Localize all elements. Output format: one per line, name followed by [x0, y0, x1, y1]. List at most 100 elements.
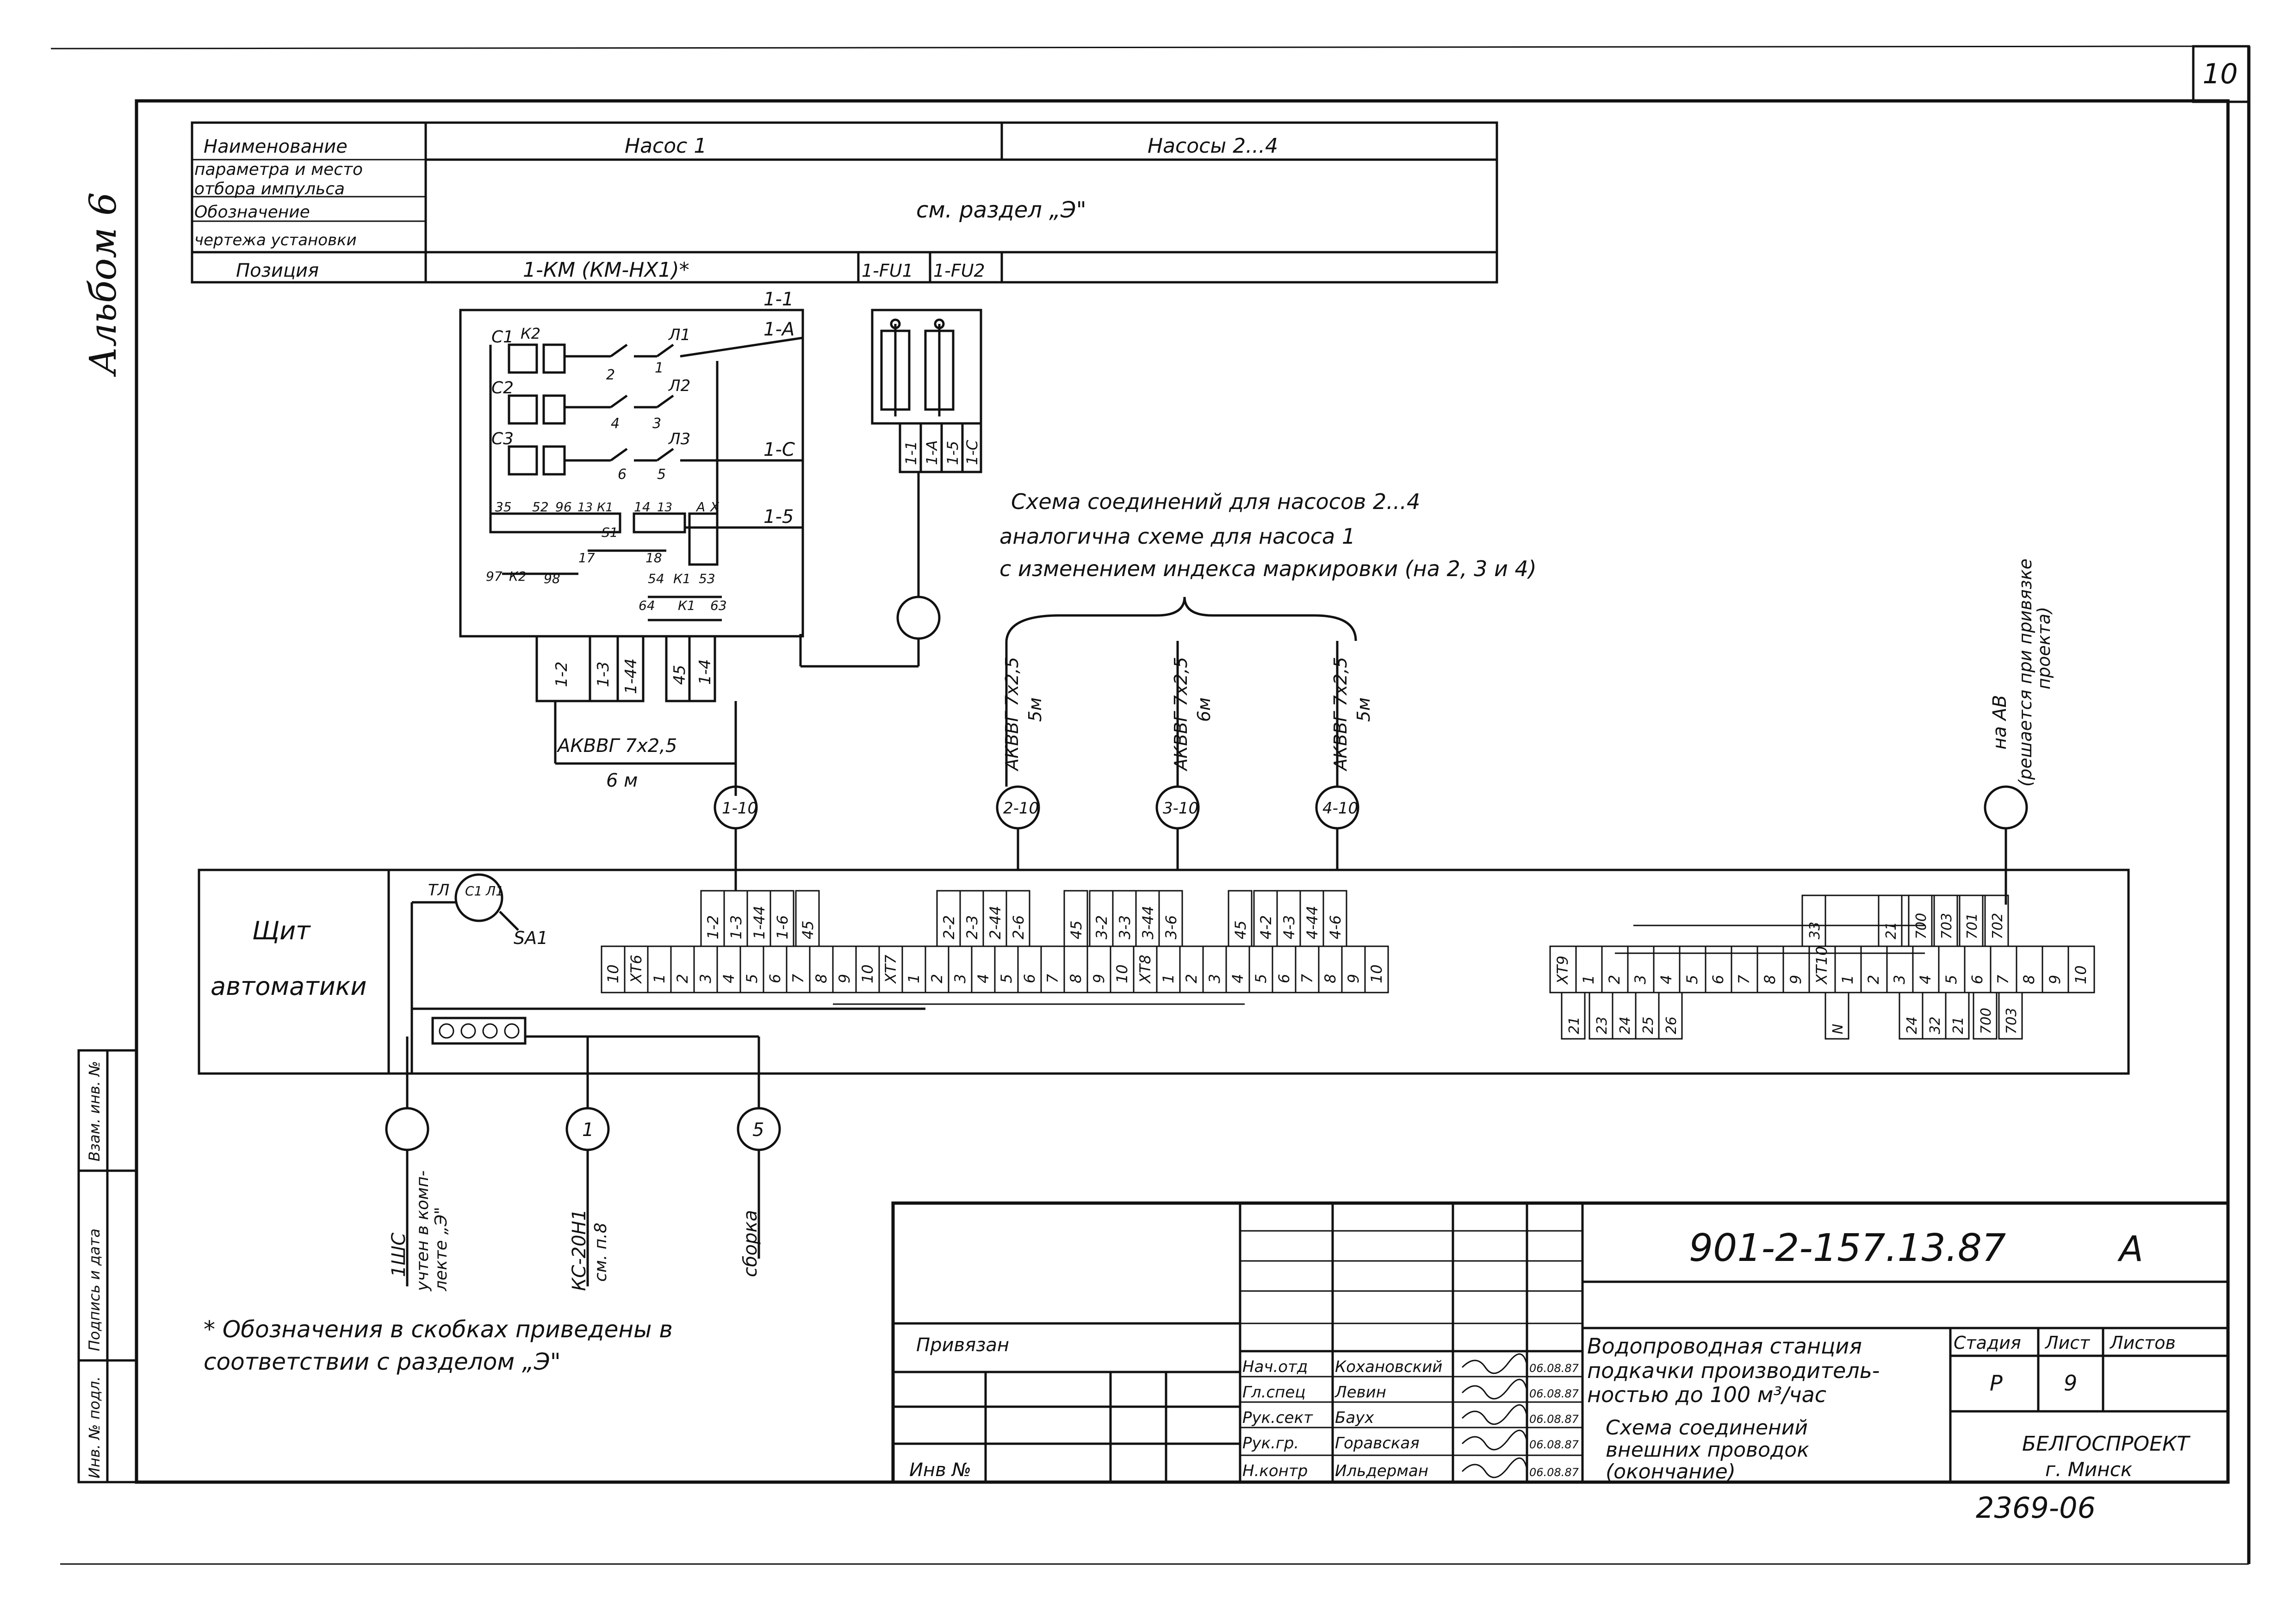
tb-org: БЕЛГОСПРОЕКТ	[2022, 1432, 2191, 1456]
terminal-label: 4	[720, 974, 738, 983]
top-wire-label: 703	[1939, 913, 1955, 939]
terminal-label: 1	[905, 974, 923, 983]
starter-n6: 6	[618, 466, 627, 483]
cable-1-label: АКВВГ 7x2,5	[556, 735, 677, 757]
terminal-cell	[809, 945, 834, 993]
starter-tk2: К2	[509, 569, 527, 584]
starter-l1: Л1	[668, 326, 690, 344]
hdr-row4: Обозначение	[194, 203, 310, 222]
terminal-label: 5	[1683, 975, 1701, 984]
cable-3-label: АКВВГ 7x2,5	[1171, 657, 1191, 772]
note-line1: Схема соединений для насосов 2...4	[1011, 489, 1420, 514]
terminal-label: 4	[1657, 975, 1675, 984]
starter-bottom-wires: 1-2 1-3 1-44 45 1-4	[535, 635, 737, 796]
terminal-cell	[1964, 945, 1992, 993]
terminal-cell	[1295, 945, 1320, 993]
terminal-label: 3	[697, 974, 714, 983]
terminal-label: 7	[1994, 975, 2012, 984]
staff-name: Кохановский	[1335, 1358, 1442, 1376]
terminal-label: 6	[1275, 974, 1293, 983]
cable-2-len: 5м	[1025, 697, 1045, 722]
bottom-wire-cell	[1973, 992, 1998, 1040]
top-wire-cell	[1063, 890, 1088, 947]
bottom-wire-label: 32	[1927, 1017, 1943, 1034]
terminal-label: 3	[1891, 975, 1908, 984]
starter-t17: 17	[578, 550, 595, 565]
ext-ks2: см. п.8	[591, 1223, 610, 1282]
hdr-pos-fu2: 1-FU2	[933, 261, 985, 281]
terminal-label: 5	[998, 974, 1015, 983]
ext-circle-ishc	[385, 1107, 429, 1151]
relay-strip	[489, 512, 722, 621]
ext-ishc: 1ШС	[388, 1233, 410, 1277]
bottom-wire-cell	[1998, 992, 2023, 1040]
fuse-cable-node	[896, 596, 941, 640]
sb-45: 45	[670, 665, 689, 685]
sa1-switch: ТЛ С1 Л1 SA1	[410, 873, 548, 1074]
starter-t96: 96	[555, 499, 572, 515]
tb-privyazan: Привязан	[916, 1335, 1009, 1356]
av-note1: (решается при привязке	[2015, 559, 2035, 787]
av-label: на АВ	[1989, 695, 2011, 750]
bottom-wire-label: 703	[2004, 1008, 2020, 1034]
pumps-note: Схема соединений для насосов 2...4 анало…	[999, 489, 1537, 641]
starter-n2: 2	[606, 367, 615, 383]
terminal-cell	[1063, 945, 1088, 993]
cable-circle-1-10-label: 1-10	[722, 799, 757, 818]
starter-t64: 64	[639, 598, 655, 613]
top-wire-label: 1-6	[774, 915, 791, 939]
starter-wire-1-5: 1-5	[763, 506, 794, 528]
stamp-vzam: Взам. инв. №	[86, 1061, 103, 1161]
terminal-label: 1	[651, 974, 668, 983]
terminal-label: 3	[951, 974, 969, 983]
terminal-label: 6	[1968, 975, 1986, 984]
tb-project-3: ностью до 100 м³/час	[1587, 1382, 1826, 1407]
hdr-pos-fu1: 1-FU1	[862, 261, 913, 281]
bottom-wire-label: 700	[1978, 1008, 1994, 1034]
fuse-w4: 1-С	[963, 440, 981, 465]
bottom-wire-label: 21	[1566, 1017, 1582, 1034]
tb-city: г. Минск	[2045, 1458, 2133, 1481]
terminal-label: 10	[1368, 964, 1385, 983]
ext-ishc3: лекте „Э"	[432, 1207, 451, 1291]
footnote: * Обозначения в скобках приведены в соот…	[204, 1316, 673, 1375]
cable-1-len: 6 м	[606, 770, 638, 791]
fuse-w3: 1-5	[944, 441, 962, 465]
cable-3: АКВВГ 7x2,5 6м 3-10	[1155, 641, 1214, 870]
terminal-cell	[2016, 945, 2043, 993]
staff-date: 06.08.87	[1529, 1362, 1579, 1375]
staff-role: Рук.гр.	[1242, 1434, 1299, 1453]
terminal-label: 1	[1160, 974, 1177, 983]
cable-2-label: АКВВГ 7x2,5	[1002, 657, 1022, 772]
ext-ishc2: учтен в комп-	[413, 1170, 432, 1291]
tb-stage: Р	[1990, 1371, 2003, 1396]
sa1-l1: Л1	[485, 883, 504, 899]
terminal-label: 7	[1298, 974, 1316, 983]
terminal-cell	[1938, 945, 1966, 993]
terminal-label: 3	[1632, 975, 1649, 984]
terminal-label: 10	[604, 964, 622, 983]
tb-inv-no: Инв №	[909, 1459, 971, 1481]
terminal-label: 6	[1709, 975, 1727, 984]
terminal-cell	[2042, 945, 2069, 993]
terminal-label: 8	[813, 974, 830, 983]
starter-n3: 3	[652, 416, 661, 432]
tb-sheet: 9	[2064, 1371, 2077, 1396]
top-wire-cell	[1158, 890, 1183, 947]
cable-4: АКВВГ 7x2,5 5м 4-10	[1315, 641, 1374, 870]
top-wire-label: 2-3	[963, 915, 981, 939]
terminal-cell	[994, 945, 1019, 993]
starter-t13b: 13	[657, 501, 672, 515]
terminal-label: 3	[1206, 974, 1223, 983]
terminal-cell	[1272, 945, 1297, 993]
top-wire-label: 2-2	[940, 915, 958, 939]
terminal-label: 2	[1865, 975, 1882, 984]
cable-circle-3-10-label: 3-10	[1163, 799, 1198, 818]
terminal-label: 8	[2020, 975, 2038, 984]
terminal-label: 7	[1044, 974, 1061, 983]
terminal-label: 5	[743, 974, 761, 983]
sheet-number-box: 10	[2192, 45, 2250, 103]
ext-sborka: сборка	[740, 1210, 761, 1277]
starter-l3: Л3	[668, 430, 690, 448]
